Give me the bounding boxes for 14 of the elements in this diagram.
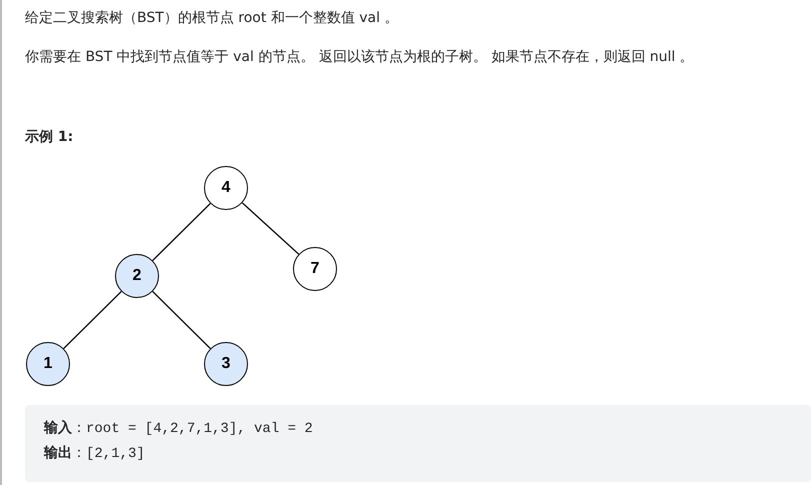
tree-node-circle: 4 [204,166,248,210]
tree-node-circle: 7 [293,247,337,291]
tree-edge [63,291,122,349]
tree-edge [152,203,211,261]
sentence: 给定二叉搜索树（BST）的根节点 root 和一个整数值 val 。 [25,9,398,28]
sentence: 你需要在 BST 中找到节点值等于 val 的节点。 返回以该节点为根的子树。 如果节点不存在，则返回 null 。 [25,48,694,67]
tree-node-circle: 2 [115,254,159,298]
tree-node-circle: 3 [204,342,248,386]
tree-edge [242,202,300,255]
tree-node-circle: 1 [26,342,70,386]
code-line: 输出：[2,1,3] [44,444,145,464]
code-line: 输入：root = [4,2,7,1,3], val = 2 [44,419,313,439]
heading: 示例 1: [25,128,74,147]
tree-edge [152,291,211,349]
